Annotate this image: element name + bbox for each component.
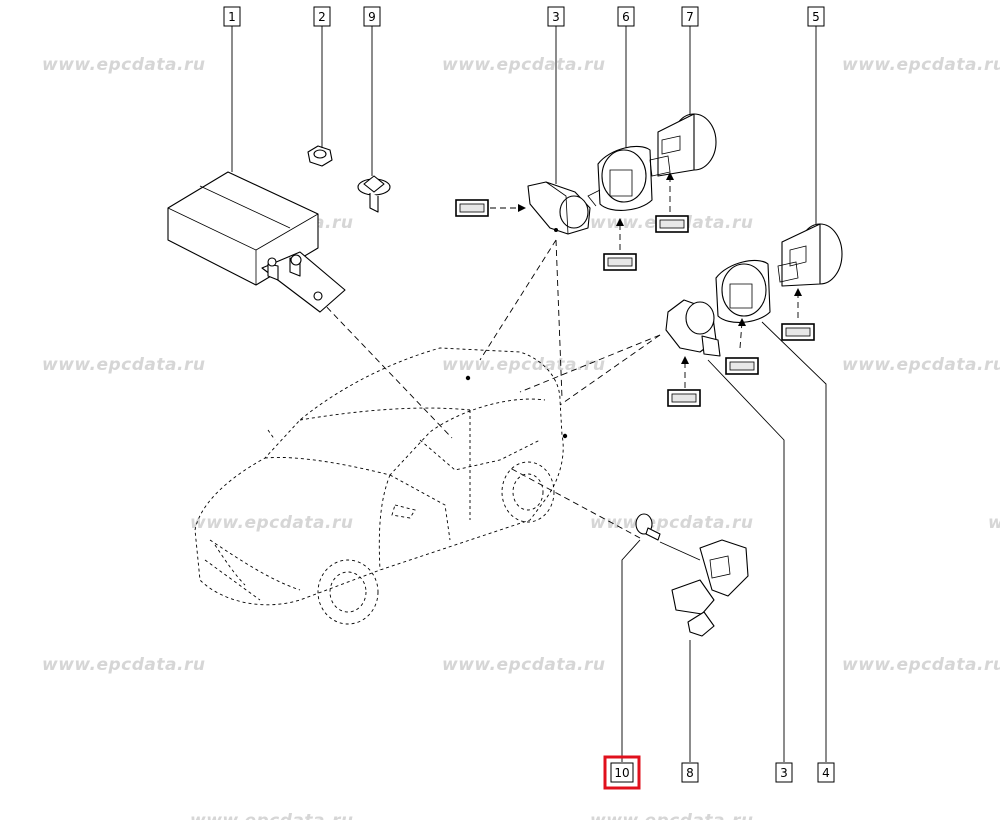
sensor-bezel-part-2 [777, 223, 843, 287]
callout-label: 7 [686, 10, 694, 24]
callout-1[interactable]: 1 [223, 6, 241, 27]
callouts: 1 2 9 3 6 7 5 10 [223, 6, 835, 790]
vehicle-outline [194, 347, 568, 625]
watermark: www.epcdata.ru [442, 355, 605, 375]
ref-box [725, 357, 759, 375]
arrow-head [681, 356, 689, 364]
watermark: www.epcdata.ru [42, 55, 205, 75]
arrow-head [794, 288, 802, 296]
watermark: www.epcdata.ru [442, 55, 605, 75]
callout-label: 6 [622, 10, 630, 24]
callout-3-top[interactable]: 3 [547, 6, 565, 27]
parking-sensor-part [527, 181, 591, 235]
ref-box [655, 215, 689, 233]
sensor-bezel-part [649, 113, 717, 177]
arrow-head [518, 204, 526, 212]
callout-label: 10 [614, 766, 629, 780]
arrow-head [738, 318, 746, 326]
callout-8[interactable]: 8 [681, 762, 699, 783]
sensor-bracket-part [659, 539, 749, 637]
callout-label: 9 [368, 10, 376, 24]
leader-lines [231, 26, 827, 762]
callout-7[interactable]: 7 [681, 6, 699, 27]
callout-9[interactable]: 9 [363, 6, 381, 27]
watermark: www.epcdata.ru [190, 811, 353, 820]
callout-label: 3 [552, 10, 560, 24]
watermark: www.epcdata.ru [590, 513, 753, 533]
screw-part [635, 513, 661, 541]
ref-box [603, 253, 637, 271]
ref-box [781, 323, 815, 341]
watermark: www.epcdata.ru [42, 655, 205, 675]
callout-3-bottom[interactable]: 3 [775, 762, 793, 783]
watermark: www.epcdata.ru [988, 513, 1000, 533]
watermark: www.epcdata.ru [42, 355, 205, 375]
watermark-layer: www.epcdata.ru www.epcdata.ru www.epcdat… [42, 55, 1000, 820]
mount-point [465, 375, 471, 381]
callout-label: 5 [812, 10, 820, 24]
reference-markers [455, 172, 815, 407]
callout-label: 3 [780, 766, 788, 780]
callout-4[interactable]: 4 [817, 762, 835, 783]
watermark: www.epcdata.ru [590, 811, 753, 820]
sensor-holder-part-2 [715, 260, 771, 323]
watermark: www.epcdata.ru [442, 655, 605, 675]
ref-box [455, 199, 489, 217]
mount-point [562, 433, 568, 439]
parking-sensor-part-2 [665, 299, 721, 357]
callout-label: 4 [822, 766, 830, 780]
watermark: www.epcdata.ru [842, 55, 1000, 75]
callout-label: 2 [318, 10, 326, 24]
callout-2[interactable]: 2 [313, 6, 331, 27]
callout-label: 1 [228, 10, 236, 24]
callout-5[interactable]: 5 [807, 6, 825, 27]
ref-box [667, 389, 701, 407]
watermark: www.epcdata.ru [842, 655, 1000, 675]
watermark: www.epcdata.ru [190, 513, 353, 533]
callout-6[interactable]: 6 [617, 6, 635, 27]
assembly-lines [319, 175, 799, 539]
watermark: www.epcdata.ru [842, 355, 1000, 375]
callout-label: 8 [686, 766, 694, 780]
arrow-head [666, 172, 674, 180]
nut-part [307, 145, 333, 167]
bolt-part [357, 175, 391, 213]
arrow-head [616, 218, 624, 226]
control-unit [167, 171, 346, 313]
callout-10[interactable]: 10 [603, 755, 641, 790]
highlight-frame [603, 755, 641, 790]
sensor-holder-part [587, 146, 653, 211]
